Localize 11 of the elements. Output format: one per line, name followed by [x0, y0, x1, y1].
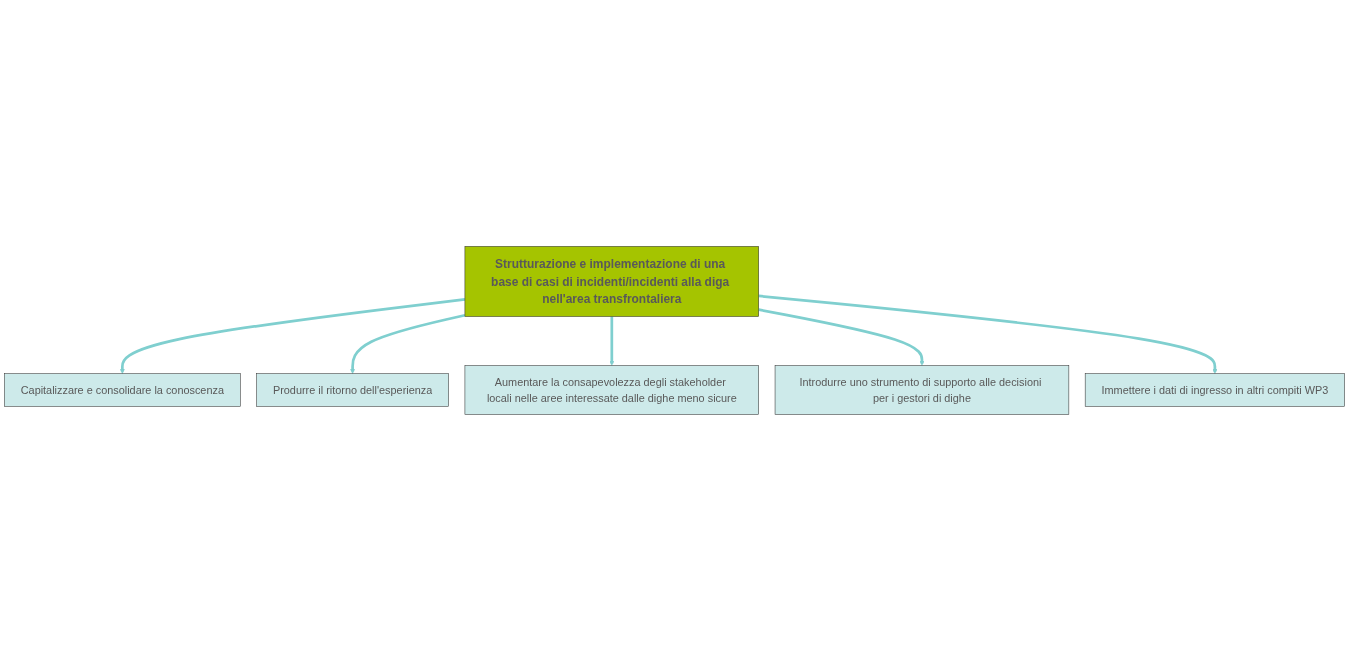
- arrow: [119, 297, 466, 374]
- node-box: Capitalizzare e consolidare la conoscenza: [4, 373, 241, 407]
- node-box: Immettere i dati di ingresso in altri compiti WP3: [1084, 373, 1345, 407]
- arrow: [350, 313, 466, 374]
- node-box: Strutturazione e implementazione di una base di casi di incidenti/incidenti alla diga nell'area transfrontaliera: [464, 245, 759, 317]
- node-box: Aumentare la consapevolezza degli stakeholder locali nelle aree interessate dalle dighe meno sicure: [464, 364, 759, 415]
- arrow: [609, 316, 615, 366]
- arrow: [758, 294, 1218, 374]
- arrow: [758, 307, 925, 366]
- node-box: Produrre il ritorno dell'esperienza: [256, 373, 449, 407]
- node-box: Introdurre uno strumento di supporto alle decisioni per i gestori di dighe: [774, 364, 1070, 415]
